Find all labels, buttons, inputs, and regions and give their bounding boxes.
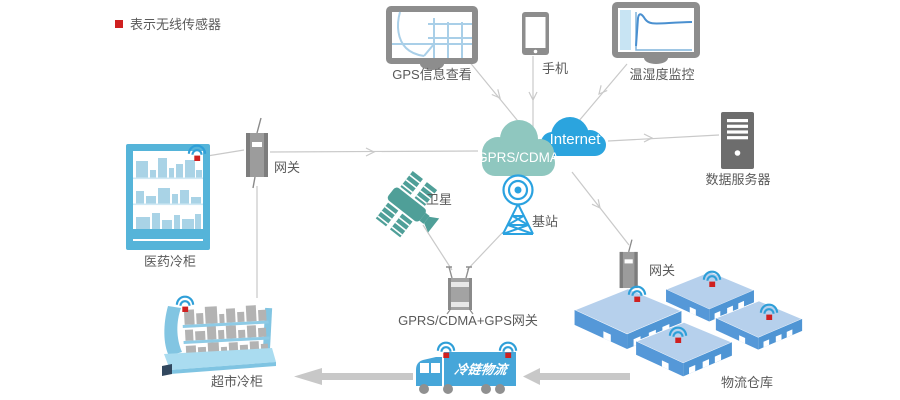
connection-lines [200, 56, 720, 298]
legend: 表示无线传感器 [115, 14, 221, 33]
gprs-cloud [482, 120, 555, 176]
gateway-left-icon [246, 117, 268, 189]
monitor-stand [644, 58, 668, 64]
satellite-label: 卫星 [426, 192, 453, 207]
medical-fridge-icon [126, 144, 210, 250]
flow-arrows [294, 368, 630, 385]
internet-cloud-label: Internet [550, 131, 602, 148]
truck-text: 冷链物流 [453, 362, 510, 377]
monitor-stand [420, 64, 444, 70]
warehouse-label: 物流仓库 [720, 375, 774, 390]
gps-gateway-label: GPRS/CDMA+GPS网关 [398, 313, 538, 328]
gateway-left-label: 网关 [274, 160, 301, 175]
warehouse-gateway-icon [619, 239, 638, 289]
line-basestation-gpsgateway [466, 231, 504, 271]
warehouse-gateway-label: 网关 [649, 263, 676, 278]
chevron-mark [528, 91, 538, 102]
chevron-mark [598, 85, 608, 96]
warehouse-cluster [574, 271, 803, 377]
chevron-mark [643, 133, 654, 143]
temp-monitor-label: 温湿度监控 [629, 67, 695, 82]
phone-icon [522, 12, 549, 55]
legend-label: 表示无线传感器 [130, 17, 222, 32]
chevron-mark [491, 89, 501, 100]
medical-fridge-label: 医药冷柜 [143, 254, 197, 269]
supermarket-fridge-icon [162, 305, 276, 376]
network-clouds: Internet GPRS/CDMA [477, 117, 606, 176]
line-satellite-gpsgateway [422, 224, 453, 271]
sensor-square-icon [115, 19, 123, 28]
data-server-label: 数据服务器 [705, 172, 771, 187]
chevron-mark [591, 199, 601, 210]
line-gpsmonitor-cloud [467, 59, 523, 127]
gprs-cloud-label: GPRS/CDMA [477, 150, 559, 165]
base-station-icon [502, 174, 534, 235]
arrow-warehouse-to-truck [523, 368, 630, 385]
temp-monitor-icon [612, 2, 700, 64]
server-icon [721, 112, 754, 169]
arrow-truck-to-supermarket [294, 368, 413, 385]
gps-monitor-label: GPS信息查看 [392, 67, 472, 82]
chevron-mark [365, 147, 376, 157]
satellite-icon [375, 171, 440, 238]
line-internet-server [607, 134, 720, 142]
phone-label: 手机 [542, 61, 569, 76]
base-station-label: 基站 [532, 214, 559, 229]
truck-icon: 冷链物流 [416, 352, 516, 394]
gps-gateway-icon [446, 266, 474, 315]
supermarket-fridge-label: 超市冷柜 [210, 374, 264, 389]
gps-monitor-icon [386, 6, 478, 70]
